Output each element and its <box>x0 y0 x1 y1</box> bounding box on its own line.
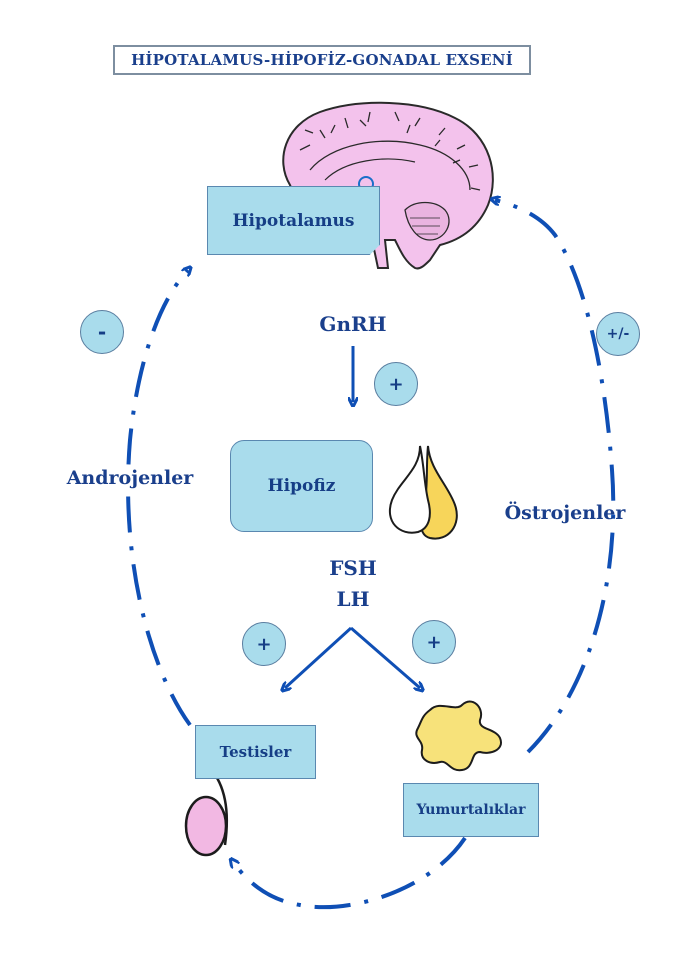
fsh-lh-to-testes-arrow <box>285 626 353 688</box>
brain-icon <box>282 101 494 270</box>
androgen-feedback-arrow <box>126 270 190 727</box>
androgens-label: Androjenler <box>50 467 210 489</box>
hypothalamus-box: Hipotalamus <box>207 186 380 255</box>
gnrh-label: GnRH <box>319 312 387 336</box>
minus-sign: - <box>97 320 107 344</box>
ovary-icon <box>415 700 502 772</box>
testes-box: Testisler <box>195 725 316 779</box>
testes-positive-badge: + <box>242 622 286 666</box>
estrogen-mixed-badge: +/- <box>596 312 640 356</box>
diagram-title: HİPOTALAMUS-HİPOFİZ-GONADAL EXSENİ <box>113 45 531 75</box>
estrogen-feedback-arrow <box>495 200 616 754</box>
ovaries-box: Yumurtalıklar <box>403 783 539 837</box>
lh-label: LH <box>336 587 370 611</box>
hypothalamus-label: Hipotalamus <box>232 210 355 231</box>
plus-sign: + <box>426 631 442 653</box>
plus-sign: + <box>256 633 272 655</box>
pituitary-box: Hipofiz <box>230 440 373 532</box>
title-text: HİPOTALAMUS-HİPOFİZ-GONADAL EXSENİ <box>131 51 513 69</box>
fsh-lh-to-ovaries-arrow <box>350 626 420 688</box>
pituitary-gland-icon <box>389 445 458 540</box>
ovaries-label: Yumurtalıklar <box>416 802 526 818</box>
androgen-negative-badge: - <box>80 310 124 354</box>
fsh-label: FSH <box>329 556 377 580</box>
plus-sign: + <box>388 373 404 395</box>
plus-minus-sign: +/- <box>606 326 630 342</box>
estrogens-label: Östrojenler <box>504 502 626 524</box>
ovaries-positive-badge: + <box>412 620 456 664</box>
pituitary-label: Hipofiz <box>267 476 336 496</box>
testes-label: Testisler <box>219 743 292 761</box>
gnrh-positive-badge: + <box>374 362 418 406</box>
bottom-feedback-arrow <box>233 836 467 910</box>
testis-icon <box>184 767 229 857</box>
